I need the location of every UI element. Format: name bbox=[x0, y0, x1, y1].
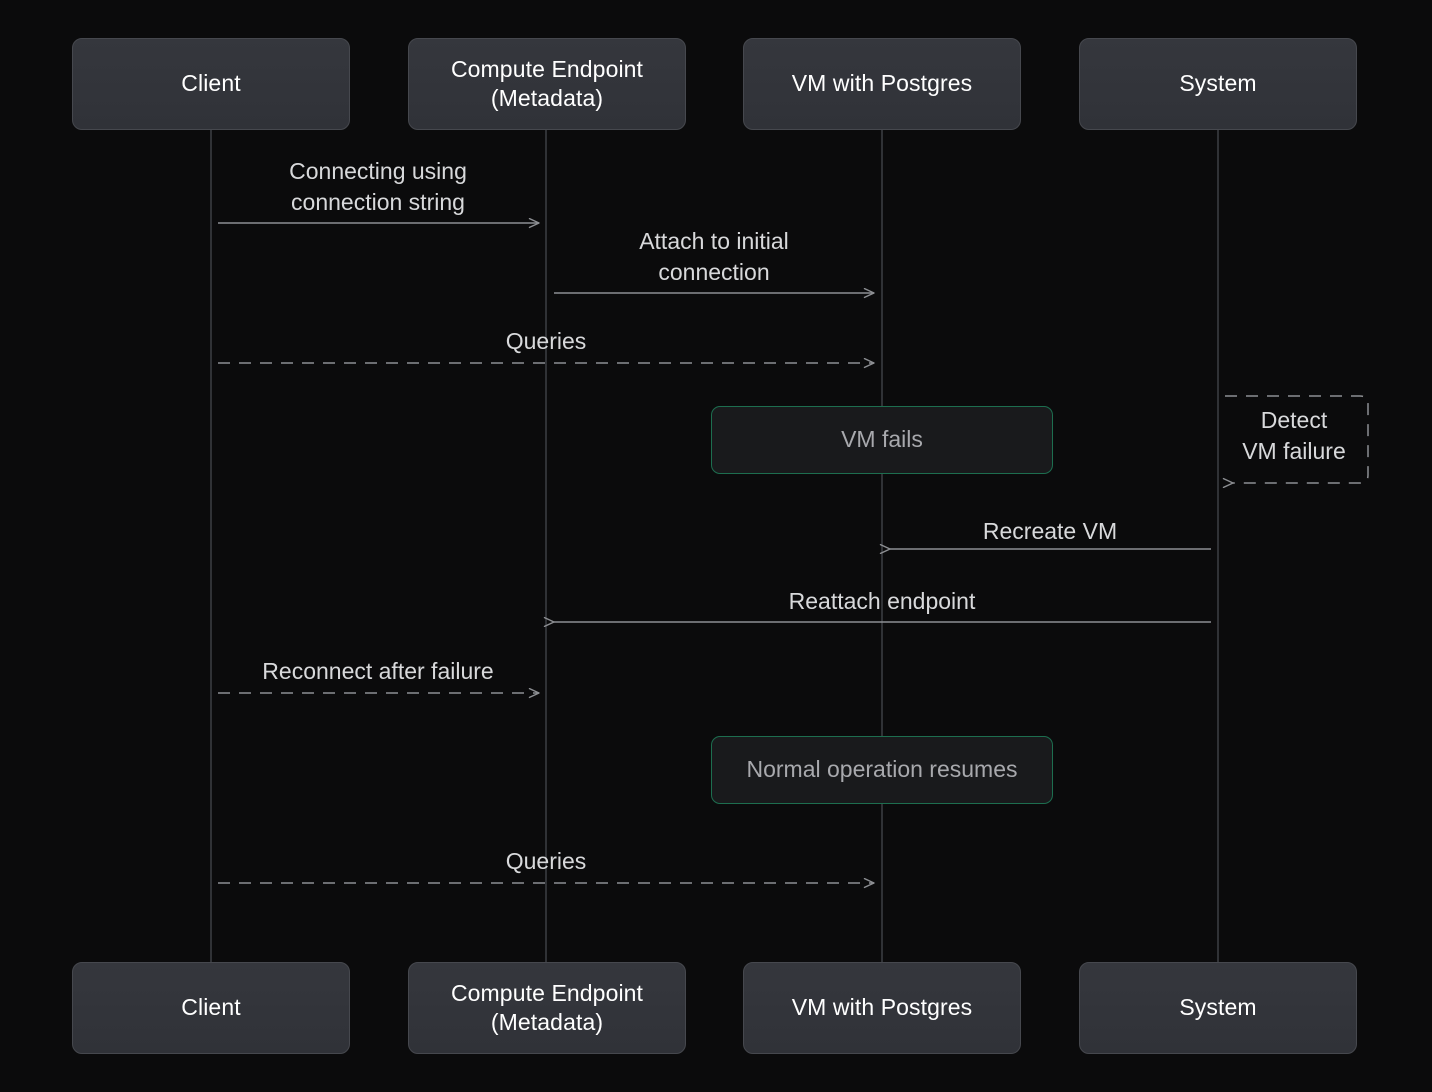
participant-system-bottom[interactable]: System bbox=[1079, 962, 1357, 1054]
note-normal-operation-resumes: Normal operation resumes bbox=[711, 736, 1053, 804]
participant-endpoint-top[interactable]: Compute Endpoint (Metadata) bbox=[408, 38, 686, 130]
participant-vm-bottom[interactable]: VM with Postgres bbox=[743, 962, 1021, 1054]
message-arrows bbox=[218, 223, 1211, 883]
self-message-label-detect-vm-failure: Detect VM failure bbox=[1242, 407, 1346, 464]
self-message-arrow-s1 bbox=[1225, 395, 1369, 483]
participant-client-bottom[interactable]: Client bbox=[72, 962, 350, 1054]
lifelines bbox=[210, 129, 1219, 962]
participant-system-top[interactable]: System bbox=[1079, 38, 1357, 130]
participant-endpoint-bottom[interactable]: Compute Endpoint (Metadata) bbox=[408, 962, 686, 1054]
participant-client-top[interactable]: Client bbox=[72, 38, 350, 130]
self-message-arrows bbox=[1225, 395, 1369, 483]
note-vm-fails: VM fails bbox=[711, 406, 1053, 474]
participant-vm-top[interactable]: VM with Postgres bbox=[743, 38, 1021, 130]
